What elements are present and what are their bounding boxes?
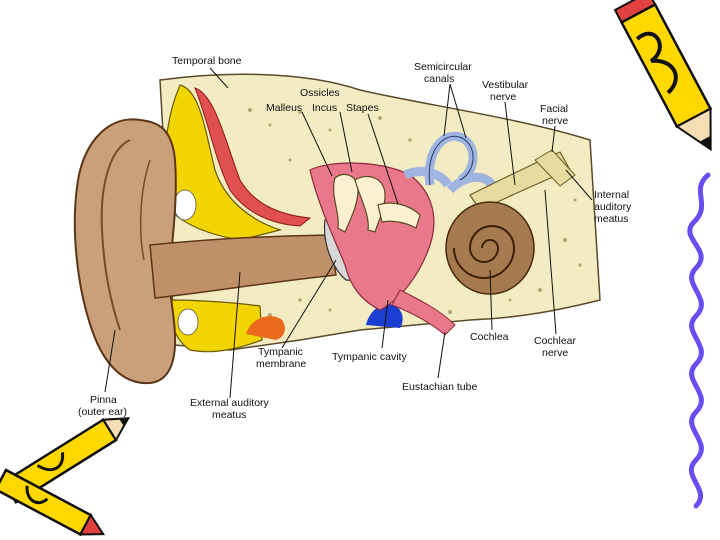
squiggle-border [687,172,711,509]
malleus [333,173,359,233]
leader-lines [104,67,593,399]
label-internal-1: Internal [594,189,629,201]
label-malleus: Malleus [266,102,302,114]
labels: Temporal bone Ossicles Malleus Incus Sta… [78,55,632,421]
external-auditory-canal [149,234,337,299]
label-vestibular-1: Vestibular [482,79,529,91]
label-pinna-2: (outer ear) [78,406,127,418]
label-temporal-bone: Temporal bone [172,55,242,67]
label-cochlear-nerve-1: Cochlear [534,335,577,347]
label-tympanic-membrane-1: Tympanic [258,346,303,358]
label-tympanic-membrane-2: membrane [256,358,306,370]
label-external-2: meatus [212,409,246,421]
incus [354,175,386,233]
pinna [73,118,177,385]
stapes [377,202,421,229]
label-stapes: Stapes [346,102,379,114]
label-pinna-1: Pinna [90,394,117,406]
label-ossicles: Ossicles [300,87,340,99]
orange-tissue [246,316,285,340]
muscle-stripe [194,87,312,227]
label-cochlear-nerve-2: nerve [542,347,568,359]
eustachian-tube [391,289,456,336]
pencil-icon [613,0,713,152]
label-semicircular-1: Semicircular [414,61,472,73]
blue-vessel [366,304,403,328]
label-facial-1: Facial [540,103,568,115]
label-facial-2: nerve [542,115,568,127]
label-semicircular-2: canals [424,73,454,85]
ossicles [333,173,421,233]
label-internal-2: auditory [594,201,632,213]
label-vestibular-2: nerve [490,91,516,103]
crayon-icon [0,417,131,537]
label-eustachian-tube: Eustachian tube [402,381,477,393]
label-incus: Incus [312,102,337,114]
facial-nerve [534,149,576,187]
label-internal-3: meatus [594,213,628,225]
cochlea [445,201,535,295]
label-external-1: External auditory [190,397,270,409]
label-cochlea: Cochlea [470,331,509,343]
label-tympanic-cavity: Tympanic cavity [332,351,407,363]
